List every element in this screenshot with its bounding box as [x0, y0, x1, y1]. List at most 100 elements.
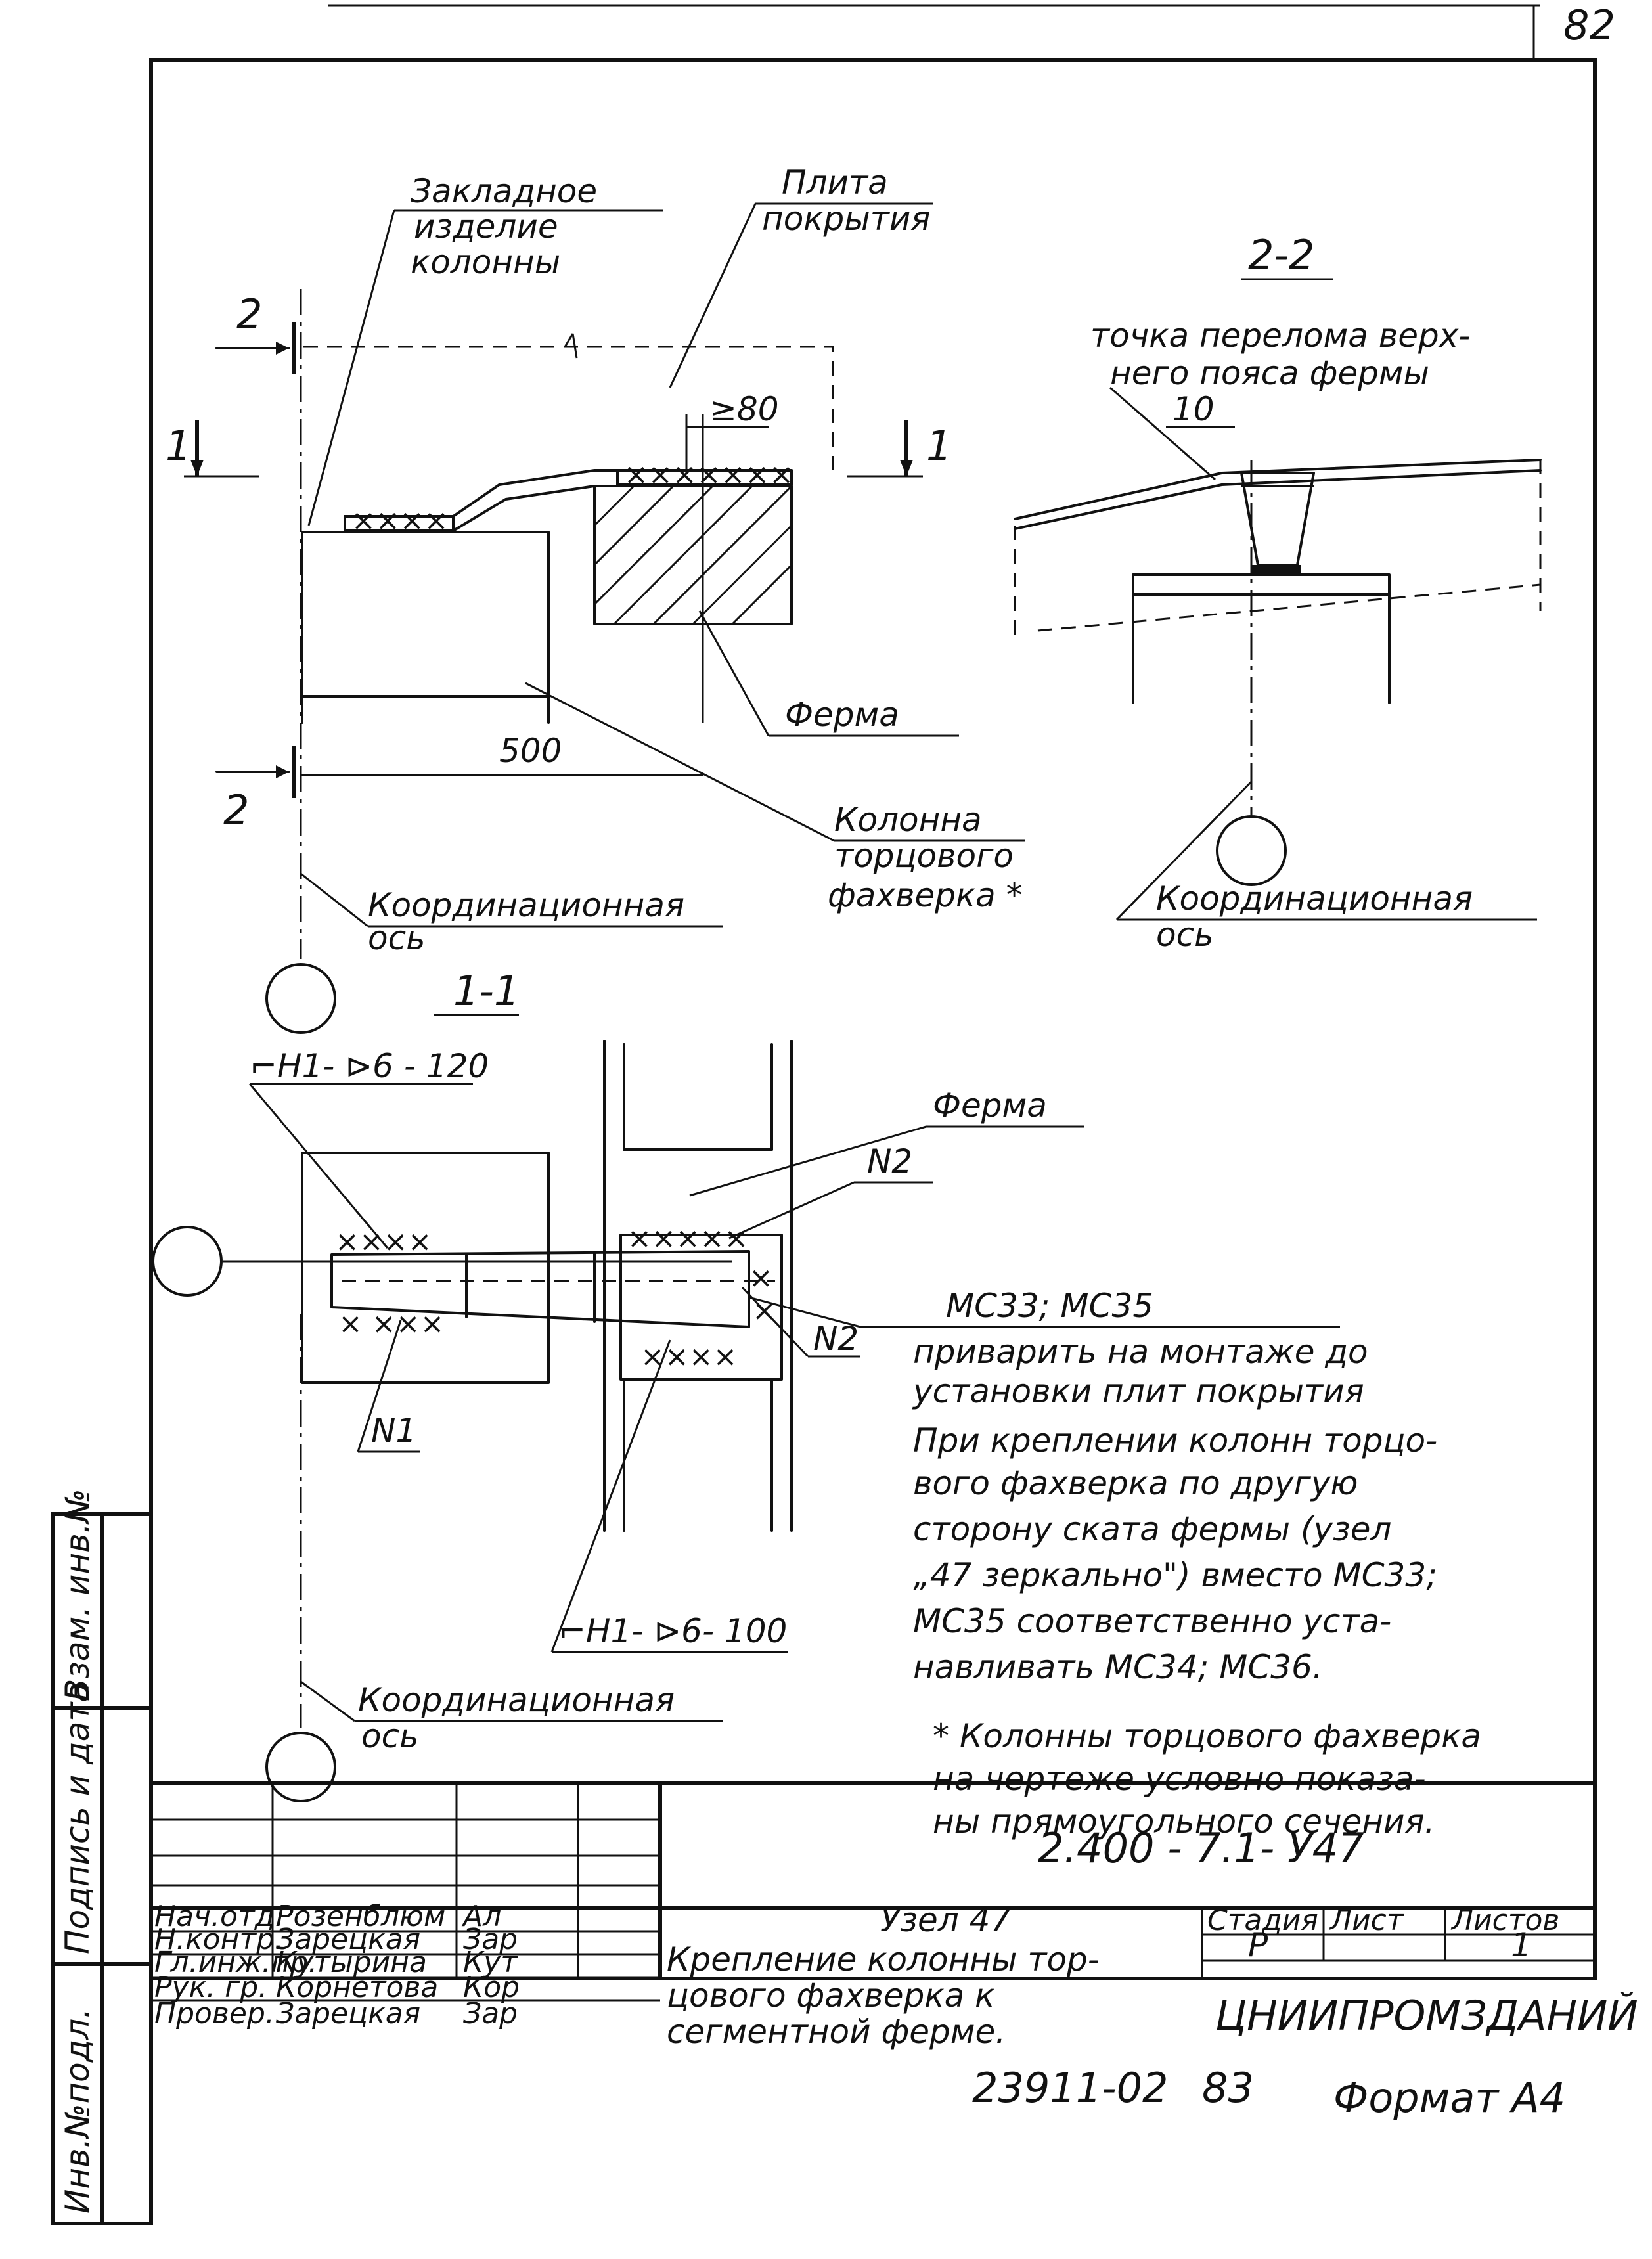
truss-label: Ферма	[785, 696, 899, 734]
mirror-note-3: сторону ската фермы (узел	[913, 1510, 1391, 1548]
format-label: Формат А4	[1333, 2074, 1565, 2122]
footnote-2: на чертеже условно показа-	[933, 1760, 1426, 1798]
mirror-note-1: При креплении колонн торцо-	[913, 1421, 1437, 1460]
side-stamp-inv: Инв.№подл.	[58, 2008, 97, 2214]
coord-axis-3-sub: ось	[361, 1717, 419, 1755]
node-title: Узел 47	[880, 1901, 1011, 1939]
side-stamp: Инв.№подл. Подпись и дата Взам. инв.№	[51, 1488, 153, 2225]
truss-leader	[698, 610, 770, 736]
coord-axis-bubble-2	[1216, 815, 1287, 886]
cut-1-right-arrowhead	[900, 460, 913, 476]
name-5: Зарецкая	[276, 1997, 420, 2030]
name-2: Зарецкая	[276, 1923, 420, 1956]
section-1-1-title: 1-1	[453, 967, 520, 1015]
coord-axis-1-label: Координационная	[368, 886, 684, 924]
break-point-label-1: точка перелома верх-	[1090, 317, 1470, 355]
page-number: 82	[1563, 1, 1615, 49]
column-label-3: фахверка *	[828, 876, 1023, 914]
column-label-1: Колонна	[834, 801, 982, 839]
section-2-2: 2-2 точка перелома верх- него пояса ферм…	[1014, 231, 1542, 954]
break-point-label-2: него пояса фермы	[1110, 354, 1429, 392]
description-3: сегментной ферме.	[667, 2013, 1006, 2051]
slab-label-1: Плита	[782, 164, 888, 202]
parts-leader	[748, 1296, 861, 1328]
n1-leader	[357, 1320, 402, 1452]
organization: ЦНИИПРОМЗДАНИЙ	[1215, 1991, 1638, 2040]
slab-break-mark-2	[571, 333, 578, 359]
coord-axis-1-sub: ось	[368, 919, 426, 957]
side-stamp-sign: Подпись и дата	[58, 1682, 97, 1954]
role-2: Н.контр.	[154, 1923, 284, 1956]
sign-3: Кут	[463, 1946, 518, 1979]
stage-value: Р	[1248, 1926, 1268, 1964]
drawing-frame	[149, 58, 1597, 1980]
cut-2-top-label: 2	[236, 290, 262, 338]
bottom-code: 23911-02	[972, 2064, 1169, 2112]
dim-500-label: 500	[499, 732, 562, 770]
column-leader	[525, 682, 835, 842]
slab-outline	[303, 346, 834, 473]
sign-1: Ал	[461, 1900, 501, 1933]
parts-label: МС33; МС35	[946, 1287, 1153, 1325]
coord-axis-2-sub: ось	[1156, 916, 1214, 954]
break-point-leader	[1109, 386, 1216, 481]
cut-1-left-label: 1	[166, 422, 191, 470]
sign-5: Зар	[463, 1997, 518, 2030]
coord-axis-bubble-1	[265, 963, 336, 1034]
n2-right-label: N2	[813, 1320, 859, 1358]
coord-axis-2-label: Координационная	[1156, 880, 1473, 918]
weld-marks-plan-3: ×××××	[627, 1222, 748, 1255]
weld-marks-1: ××××	[351, 504, 448, 537]
sheet-label: Лист	[1329, 1904, 1404, 1937]
mirror-note-2: вого фахверка по другую	[913, 1464, 1358, 1502]
coord-axis-1-leader	[300, 872, 368, 928]
role-3: Гл.инж.пр.	[154, 1946, 317, 1979]
cut-2-top-arrowhead	[276, 342, 289, 355]
slab-label-2: покрытия	[762, 200, 930, 238]
n1-label: N1	[371, 1412, 416, 1450]
weld-bottom-leader	[550, 1339, 671, 1653]
sign-2: Зар	[463, 1923, 518, 1956]
stage-label: Стадия	[1207, 1904, 1318, 1937]
sheets-label: Листов	[1450, 1904, 1559, 1937]
coord-axis-bubble-3	[152, 1226, 223, 1297]
mirror-note-6: навливать МС34; МС36.	[913, 1648, 1323, 1686]
coord-axis-3-label: Координационная	[358, 1681, 675, 1719]
connection-plate-plan	[330, 1250, 750, 1328]
column-plan	[301, 1152, 550, 1384]
slab-break-mark	[564, 333, 574, 347]
weld-top-label: ⌐Н1- ⊳6 - 120	[250, 1047, 489, 1085]
connection-plate-bottom	[452, 485, 619, 532]
embedded-part-label-3: колонны	[411, 243, 560, 281]
title-block: 2.400 - 7.1- У47 Узел 47 Крепление колон…	[151, 1781, 1638, 2051]
truss-plate-plan	[619, 1234, 783, 1381]
weld-marks-plan-2: × ×××	[338, 1307, 444, 1341]
coord-axis-3-leader	[300, 1680, 355, 1722]
mirror-note-4: „47 зеркально") вместо МС33;	[913, 1556, 1437, 1594]
role-1: Нач.отд.	[154, 1900, 284, 1933]
role-4: Рук. гр.	[154, 1971, 267, 2004]
coord-axis-2-leader	[1115, 780, 1253, 921]
main-elevation: ×××× ××××××× ≥80 500 2 2	[166, 164, 1025, 1034]
mirror-note-5: МС35 соответственно уста-	[913, 1602, 1391, 1640]
section-2-2-title: 2-2	[1248, 231, 1314, 279]
weld-note-1: приварить на монтаже до	[913, 1333, 1368, 1371]
truss-hatching	[593, 485, 793, 625]
doc-code: 2.400 - 7.1- У47	[1038, 1824, 1364, 1872]
bracket-weld	[1251, 565, 1301, 573]
cut-2-bottom-label: 2	[223, 786, 249, 834]
weld-marks-plan-5: ×	[749, 1261, 773, 1295]
n2-top-leader	[728, 1181, 855, 1240]
name-3: Кутырина	[276, 1946, 427, 1979]
cut-2-bottom-arrowhead	[276, 765, 289, 778]
notes-block: МС33; МС35 приварить на монтаже до устан…	[748, 1287, 1481, 1841]
truss-chord-top	[1014, 459, 1542, 520]
embedded-part-label-2: изделие	[414, 208, 558, 246]
embedded-part-leader	[307, 210, 395, 526]
section-1-1: 1-1 ⌐Н1- ⊳6 - 120 ×××× × ××× ××××× ×××× …	[152, 967, 1084, 1802]
coord-axis-bubble-4	[265, 1732, 336, 1802]
column-label-2: торцового	[834, 837, 1014, 875]
column-outline	[301, 531, 550, 698]
truss-section-leader	[689, 1125, 927, 1197]
